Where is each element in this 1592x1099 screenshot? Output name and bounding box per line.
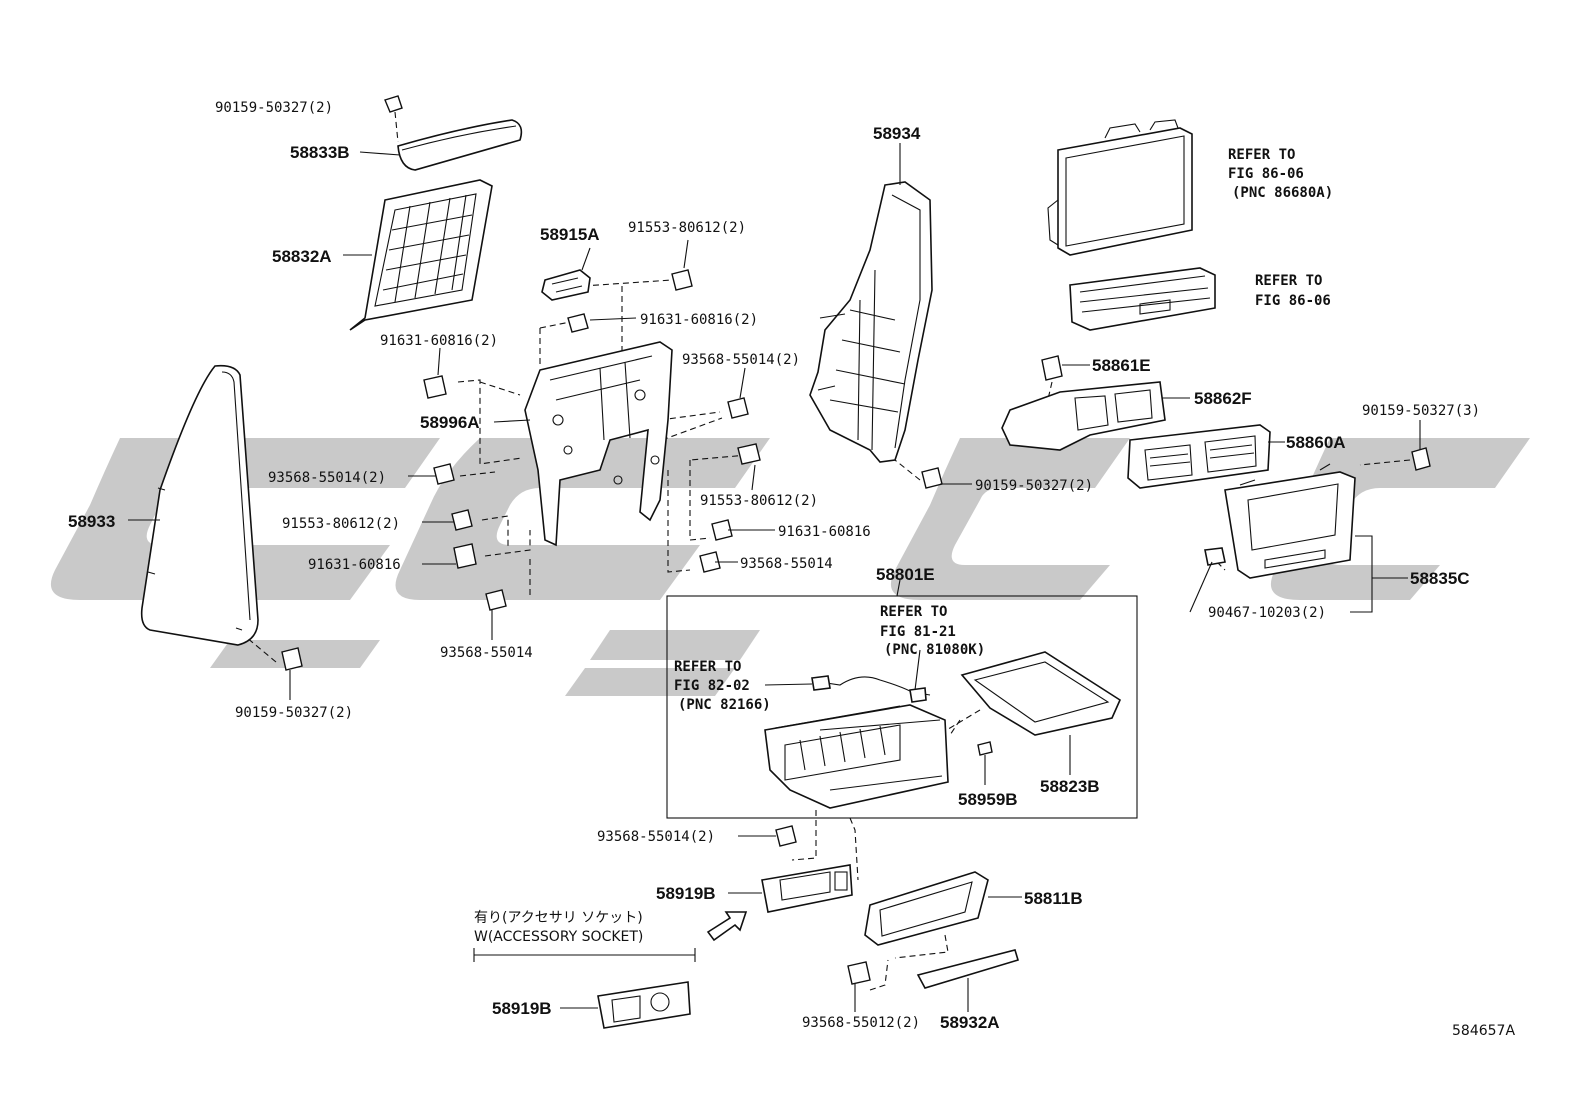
ref3-line3: (PNC 81080K) [884, 642, 985, 658]
label-90159-50327-right: 90159-50327(3) [1362, 403, 1480, 419]
ref2-line2: FIG 86-06 [1255, 293, 1331, 309]
label-90159-50327-mid: 90159-50327(2) [975, 478, 1093, 494]
label-90159-50327-bot: 90159-50327(2) [235, 705, 353, 721]
part-58933 [140, 364, 259, 646]
note-en: W(ACCESSORY SOCKET) [474, 929, 643, 945]
part-58832A [349, 179, 493, 331]
label-93568-55014-r2: 93568-55014 [740, 556, 833, 572]
label-58933: 58933 [68, 512, 115, 531]
figure-code: 584657A [1452, 1023, 1515, 1039]
label-58919B-bottom: 58919B [492, 999, 552, 1018]
label-91553-80612-top: 91553-80612(2) [628, 220, 746, 236]
label-58862F: 58862F [1194, 389, 1252, 408]
leader-lines [128, 143, 1421, 1012]
part-58835C [1224, 463, 1356, 579]
ref4-line3: (PNC 82166) [678, 697, 771, 713]
label-91553-80612-r: 91553-80612(2) [700, 493, 818, 509]
ref2-line1: REFER TO [1255, 273, 1322, 289]
labels: 90159-50327(2) 58833B 58832A 58915A 9155… [68, 100, 1515, 1039]
part-display-unit [1047, 119, 1193, 256]
watermark [50, 438, 1530, 696]
label-91631-60816-left: 91631-60816(2) [380, 333, 498, 349]
bolts [281, 95, 1431, 985]
label-58959B: 58959B [958, 790, 1018, 809]
part-58996A [524, 341, 673, 547]
arrow-icon [706, 911, 748, 942]
label-58996A: 58996A [420, 413, 480, 432]
ref1-line1: REFER TO [1228, 147, 1295, 163]
dashed-lines [239, 111, 1411, 991]
label-58835C: 58835C [1410, 569, 1470, 588]
label-58833B: 58833B [290, 143, 350, 162]
label-58919B-top: 58919B [656, 884, 716, 903]
label-58823B: 58823B [1040, 777, 1100, 796]
note-jp: 有り(アクセサリ ソケット) [474, 910, 643, 926]
ref4-line1: REFER TO [674, 659, 741, 675]
label-58832A: 58832A [272, 247, 332, 266]
label-58861E: 58861E [1092, 356, 1151, 375]
part-58862F [1001, 381, 1166, 451]
label-90467-10203: 90467-10203(2) [1208, 605, 1326, 621]
part-58919B-bottom [597, 981, 691, 1029]
ref3-line2: FIG 81-21 [880, 624, 956, 640]
ref3-line1: REFER TO [880, 604, 947, 620]
label-93568-55014-left: 93568-55014(2) [268, 470, 386, 486]
part-90467 [1204, 547, 1226, 566]
label-58915A: 58915A [540, 225, 600, 244]
label-91553-80612-left: 91553-80612(2) [282, 516, 400, 532]
part-58919B-top [761, 864, 853, 913]
part-58932A [916, 949, 1019, 989]
label-58934: 58934 [873, 124, 921, 143]
part-58915A [541, 269, 591, 301]
label-91631-60816-r: 91631-60816 [778, 524, 871, 540]
label-58801E: 58801E [876, 565, 935, 584]
label-91631-60816-left2: 91631-60816 [308, 557, 401, 573]
label-93568-55012: 93568-55012(2) [802, 1015, 920, 1031]
label-91631-60816-mid: 91631-60816(2) [640, 312, 758, 328]
label-58860A: 58860A [1286, 433, 1346, 452]
part-audio-unit [1069, 267, 1216, 331]
part-58860A [1127, 424, 1271, 489]
part-58811B [864, 871, 989, 946]
part-58833B [397, 119, 523, 171]
part-58801E-box [666, 595, 1138, 819]
label-90159-50327-top: 90159-50327(2) [215, 100, 333, 116]
ref1-line2: FIG 86-06 [1228, 166, 1304, 182]
label-93568-55014-bot: 93568-55014 [440, 645, 533, 661]
part-58934 [809, 181, 933, 463]
label-58811B: 58811B [1024, 889, 1083, 908]
label-93568-55014-low: 93568-55014(2) [597, 829, 715, 845]
ref1-line3: (PNC 86680A) [1232, 185, 1333, 201]
ref4-line2: FIG 82-02 [674, 678, 750, 694]
label-93568-55014-r1: 93568-55014(2) [682, 352, 800, 368]
label-58932A: 58932A [940, 1013, 1000, 1032]
